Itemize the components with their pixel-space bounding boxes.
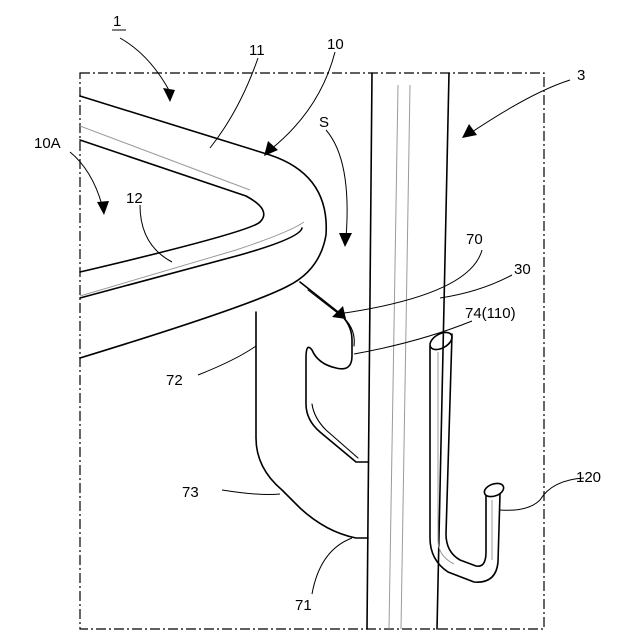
label-post: 30 xyxy=(514,261,531,278)
label-space: S xyxy=(319,114,329,131)
label-plate-corner: 73 xyxy=(182,484,199,501)
label-hook-ref: 74(110) xyxy=(465,305,516,322)
label-frame-end: 10A xyxy=(34,135,61,152)
label-frame-body: 11 xyxy=(249,42,265,59)
label-plate: 72 xyxy=(166,372,183,389)
label-pipe: 12 xyxy=(126,190,143,207)
label-wall: 3 xyxy=(577,67,585,84)
label-bracket-tab: 70 xyxy=(466,231,483,248)
label-frame: 10 xyxy=(327,36,344,53)
label-plate-base: 71 xyxy=(295,597,312,614)
label-hanger: 120 xyxy=(576,469,601,486)
post xyxy=(367,73,449,629)
label-fig-assembly: 1 xyxy=(113,13,121,30)
tubular-frame xyxy=(80,96,326,358)
bracket-plate xyxy=(256,282,368,538)
arrowheads xyxy=(97,88,477,319)
